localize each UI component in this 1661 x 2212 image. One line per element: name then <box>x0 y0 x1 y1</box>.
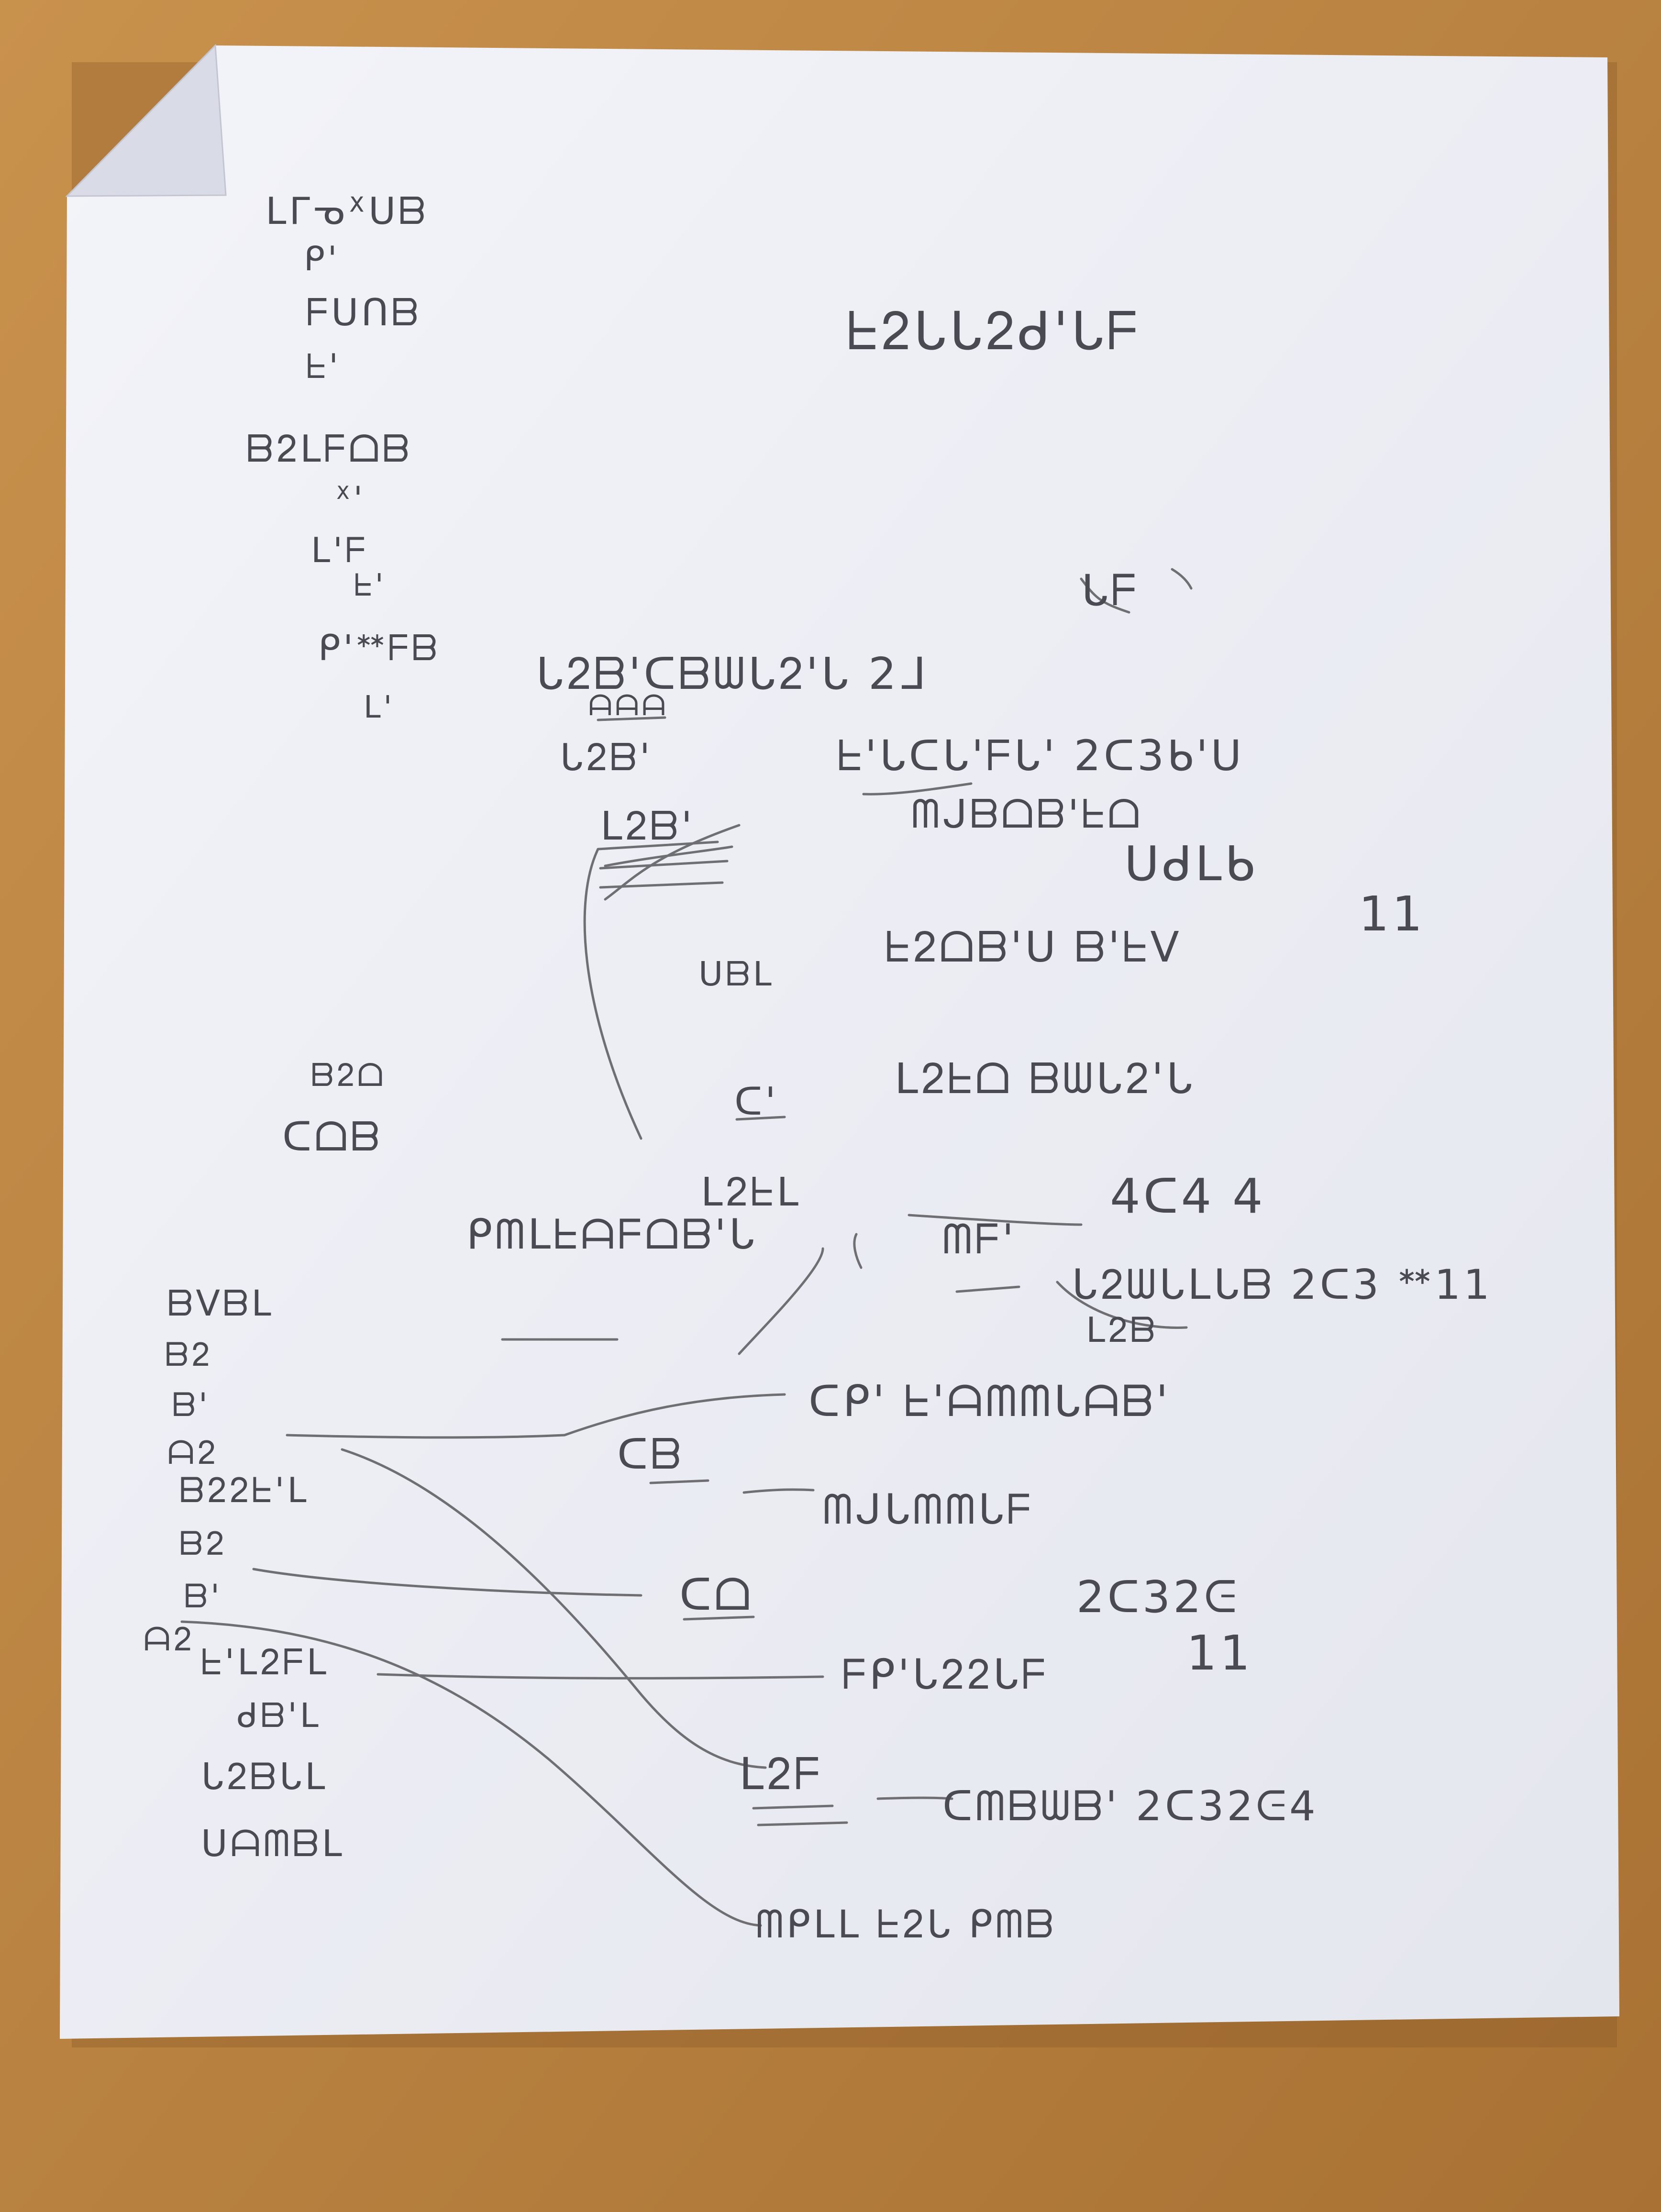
note-br-4: ᖴᑭ'ᒐᒿᒿᒐᖴ <box>842 1651 1049 1699</box>
note-br-5: ᑕᗰᗷᗯᗷ' 2ᑕ32ᕮ4 <box>942 1782 1318 1830</box>
note-row-6-tally: 11 <box>1359 886 1425 942</box>
note-row-10-right: ᒐᒿᗯᒐᒪᒐᗷ 2ᑕ3 ᕯ11 <box>1072 1261 1493 1309</box>
note-bl-4: ᗩᒿ <box>167 1434 219 1472</box>
note-row-1b: ᒐᖴ <box>1081 565 1140 616</box>
note-row-5: ᗰᒍᗷᗝᗷ'ᖶᗝ <box>911 792 1143 837</box>
note-left-4: ᖶ' <box>306 347 341 386</box>
note-bl-12: ᑌᗩᗰᗷᒪ <box>201 1822 345 1865</box>
note-row-9-num: 4ᑕ4 4 <box>1110 1168 1266 1224</box>
note-br-6: ᗰᑭᒪᒪ ᖶᒿᒐ ᑭᗰᗷ <box>756 1902 1056 1947</box>
note-left-2: ᑭ' <box>304 239 340 278</box>
note-br-3-tally: 11 <box>1186 1625 1253 1681</box>
note-row-4: ᒪᒿᗷ' <box>600 804 695 849</box>
note-br-5-label: ᒪᒿᖴ <box>739 1748 823 1800</box>
note-row-7: ᖶᒿᗝᗷ'ᑌ ᗷ'ᖶᐯ <box>885 922 1182 972</box>
note-br-3-label: ᑕᗝ <box>679 1569 754 1620</box>
note-row-10: ᑭᗰᒪᖶᗩᖴᗝᗷ'ᒐ <box>466 1211 757 1259</box>
note-row-1: ᒐᒿᗷ'ᑕᗷᗯᒐᒿ'ᒐ 2ᒧ <box>536 648 929 699</box>
note-left-6: ᕽ' <box>335 480 365 518</box>
note-bl-5: ᗷᒿᒿᖶ'ᒪ <box>179 1470 309 1510</box>
note-row-3: ᒐᒿᗷ' <box>560 736 653 779</box>
note-row-6: ᑌᑯᒪᑲ <box>1124 836 1258 892</box>
note-row-2: ᗩᗩᗩ <box>588 689 668 722</box>
note-row-8: ᒪᒿᖶᗝ ᗷᗯᒐᒿ'ᒐ <box>895 1054 1196 1103</box>
note-br-2: ᗰᒍᒐᗰᗰᒐᖴ <box>823 1486 1034 1534</box>
note-row-9b: ᒪᒿᖶᒪ <box>701 1170 801 1215</box>
note-left-8: ᖶ' <box>354 568 386 603</box>
note-left-7: ᒪ'ᖴ <box>311 530 369 570</box>
note-bl-9: ᖶ'ᒪᒿᖴᒪ <box>201 1642 329 1683</box>
note-bl-11: ᒐᒿᗷᒐᒪ <box>201 1755 328 1798</box>
note-left-1: ᒪᒥᓀᕽᑌᗷ <box>266 190 429 233</box>
note-bl-6: ᗷᒿ <box>179 1525 227 1563</box>
note-br-3-num: 2ᑕ32ᕮ <box>1076 1571 1240 1623</box>
note-mid-left-1: ᗷᒿᗝ <box>311 1057 387 1094</box>
note-bl-7: ᗷ' <box>184 1578 222 1615</box>
note-bl-3: ᗷ' <box>172 1386 210 1424</box>
note-br-2-label: ᑕᗷ <box>617 1429 684 1479</box>
paper-sheet <box>60 45 1619 2039</box>
note-left-9: ᑭ'ᕯᖴᗷ <box>318 628 440 669</box>
note-left-3: ᖴᑌᑎᗷ <box>306 291 421 334</box>
note-bl-8: ᗩᒿ <box>144 1621 195 1659</box>
note-row-4-text: ᖶ'ᒐᑕᒐ'ᖴᒐ' 2ᑕ3ᑲ'ᑌ <box>837 731 1244 780</box>
underlines <box>597 716 1020 1826</box>
note-mid-left-2: ᑕᗝᗷ <box>282 1113 383 1160</box>
handwriting: ᒪᒥᓀᕽᑌᗷ ᑭ' ᖴᑌᑎᗷ ᖶ' ᗷᒿᒪᖴᗝᗷ ᕽ' ᒪ'ᖴ ᖶ' ᑭ'ᕯᖴᗷ… <box>144 190 1493 1947</box>
pencil-lines <box>180 568 1193 1927</box>
note-bl-2: ᗷᒿ <box>165 1336 212 1374</box>
note-br-1: ᑕᑭ' ᖶ'ᗩᗰᗰᒐᗩᗷ' <box>808 1376 1171 1427</box>
note-row-10-mid: ᗰᖴ' <box>942 1216 1017 1263</box>
note-left-5: ᗷᒿᒪᖴᗝᗷ <box>246 428 412 471</box>
note-row-7-left: ᑌᗷᒪ <box>698 954 775 994</box>
note-row-9: ᑕ' <box>734 1079 778 1124</box>
folded-corner <box>65 44 227 197</box>
note-row-11: ᒪᒿᗷ <box>1086 1310 1158 1350</box>
note-left-10: ᒪ' <box>364 690 395 725</box>
note-bl-1: ᗷᐯᗷᒪ <box>167 1283 274 1324</box>
note-title: ᖶᒿᒐᒐᒿᑯ'ᒐᖴ <box>847 300 1141 362</box>
note-bl-10: ᑯᗷ'ᒪ <box>237 1696 321 1735</box>
